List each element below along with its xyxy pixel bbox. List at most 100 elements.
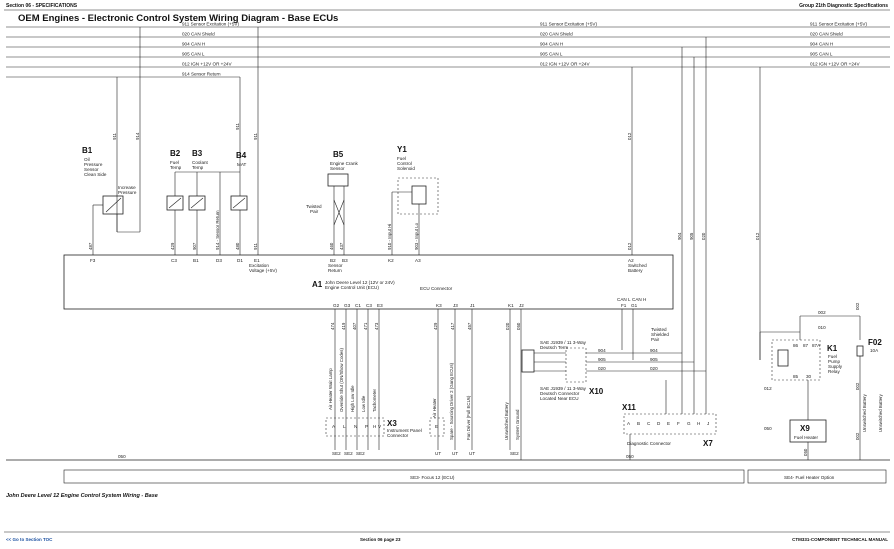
se3-box	[63, 469, 745, 484]
sensor-b1: B1 Oil Pressure Sensor Clean Side Increa…	[82, 146, 137, 255]
ground-label: 050	[626, 454, 634, 459]
splice-label: SE2	[510, 451, 519, 456]
ecu-box	[63, 254, 674, 310]
b5-symbol	[327, 173, 349, 187]
ecu-pin: E1	[254, 258, 260, 263]
k1-desc: Fuel	[828, 354, 837, 359]
b3-id: B3	[192, 149, 203, 158]
ecu-pin-bottom: G1	[631, 303, 638, 308]
wire-label: 914 - Sensor Return	[215, 210, 220, 250]
ecu-pin: F3	[90, 258, 96, 263]
ecu-pin: B1	[193, 258, 199, 263]
ecu-pin-bottom: K1	[508, 303, 514, 308]
y1-desc: Solenoid	[397, 166, 415, 171]
k1-desc: Pump	[828, 359, 840, 364]
x3-pin: N	[354, 424, 357, 429]
ecu-pin-bottom: G3	[344, 303, 351, 308]
x3-pin: P	[365, 424, 368, 429]
wire-label: 487	[88, 242, 93, 250]
f02-rating: 10A	[870, 348, 879, 353]
b5-twisted: Twisted	[306, 204, 322, 209]
relay-pin: 85	[793, 374, 799, 379]
sensor-b5: B5 Engine Crank Sensor Twisted Pair	[306, 150, 359, 255]
ecu-label: Voltage (+5V)	[249, 268, 277, 273]
output-label: Fan Driver (Full ECUs)	[466, 395, 471, 440]
x7-box	[623, 413, 717, 435]
wire-label: 460	[329, 242, 334, 250]
output-label: Low Idle	[361, 395, 366, 412]
header-right: Group 21th Diagnostic Specifications	[799, 3, 888, 9]
b5-id: B5	[333, 150, 344, 159]
bus-label-right: 020 CAN Shield	[540, 32, 573, 37]
bus-tag: 904 CAN H	[810, 42, 833, 47]
x10-desc: SAE J1939 / 11 3-Way	[540, 386, 587, 391]
wire-label: 407	[352, 322, 357, 330]
ecu-pin-bottom: C1	[355, 303, 361, 308]
header-left: Section 06 - SPECIFICATIONS	[6, 3, 78, 9]
heater-wire: 002	[855, 302, 860, 310]
ecu-pin-bottom: E3	[377, 303, 383, 308]
fuse-wire: 002	[855, 432, 860, 440]
x3-pin: L	[343, 424, 346, 429]
b5-desc: Engine Crank	[330, 161, 359, 166]
relay-wire: 050	[764, 426, 772, 431]
ecu-label: Battery	[628, 268, 643, 273]
x7-pin: F	[677, 421, 680, 426]
sensor-b2: B2 Fuel Temp	[166, 149, 184, 255]
ecu-pin: A3	[415, 258, 421, 263]
bus-tag: 012 IGN +12V OR +24V	[810, 62, 860, 67]
x10-wire: 904	[650, 348, 658, 353]
splice-label: SE2	[344, 451, 353, 456]
drop-wire-labels: 487 429 907 914 - Sensor Return 480 911 …	[88, 210, 760, 250]
twisted-label: Pair	[651, 337, 660, 342]
bus-label-right: 905 CAN L	[540, 52, 563, 57]
ecu-pin-bottom: J3	[453, 303, 458, 308]
wire-label: 020	[505, 322, 510, 330]
footer-toc-link[interactable]: << Go to Section TOC	[6, 537, 53, 542]
b2-id: B2	[170, 149, 181, 158]
wire-label: 905	[689, 232, 694, 240]
output-label: Air Heater Wait Lamp	[328, 368, 333, 410]
ecu-a1: A1 John Deere Level 12 (12V or 24V) Engi…	[63, 254, 674, 310]
footer-page: Section 06 page 23	[360, 537, 401, 542]
splice-label: UT	[435, 451, 441, 456]
footer-manual: CTM331-COMPONENT TECHNICAL MANUAL	[792, 537, 888, 542]
se4-box	[747, 469, 887, 484]
heater-wire: 050	[803, 448, 808, 456]
ecu-desc: John Deere Level 12 (12V or 24V)	[325, 280, 395, 285]
page-title: OEM Engines - Electronic Control System …	[18, 13, 339, 24]
term-label: SAE J1939 / 11 3-Way	[540, 340, 587, 345]
fuse-symbol	[856, 345, 864, 357]
wire-label: 429	[433, 322, 438, 330]
b2-desc: Fuel	[170, 160, 179, 165]
twisted-label: Shielded	[651, 332, 669, 337]
ecu-pin-bottom: F1	[621, 303, 627, 308]
sensor-b4: B4 MAT	[175, 151, 248, 255]
output-wires: 474 419 407 471 473 429 417 457 020 050 …	[328, 309, 522, 460]
ecu-pin-bottom: K3	[436, 303, 442, 308]
wire-label: 910 - Input Hi	[387, 224, 392, 250]
x7-pin: E	[667, 421, 670, 426]
drop-label: 911	[112, 132, 117, 140]
x10-wire: 020	[650, 366, 658, 371]
k1-desc: Relay	[828, 369, 840, 374]
relay-pin: 30	[806, 374, 812, 379]
x3-id: X3	[387, 419, 397, 428]
y1-desc: Control	[397, 161, 412, 166]
bus-tag: 905 CAN L	[810, 52, 833, 57]
connector-x3: A L N P H V E X3 Instrument Panel Connec…	[325, 417, 519, 456]
b3-desc: Coolant	[192, 160, 209, 165]
output-label: System Ground	[515, 409, 520, 440]
x3-pin: E	[435, 424, 438, 429]
ecu-pin-bottom: J1	[470, 303, 475, 308]
ecu-pin: C3	[171, 258, 177, 263]
y1-desc: Fuel	[397, 156, 406, 161]
b4-desc: MAT	[237, 162, 247, 167]
wire-label: 020	[701, 232, 706, 240]
bus-label-left: 904 CAN H	[182, 42, 205, 47]
b4-id: B4	[236, 151, 247, 160]
bus-lines	[6, 26, 890, 78]
b2-desc: Temp	[170, 165, 182, 170]
x10-id: X10	[589, 387, 604, 396]
